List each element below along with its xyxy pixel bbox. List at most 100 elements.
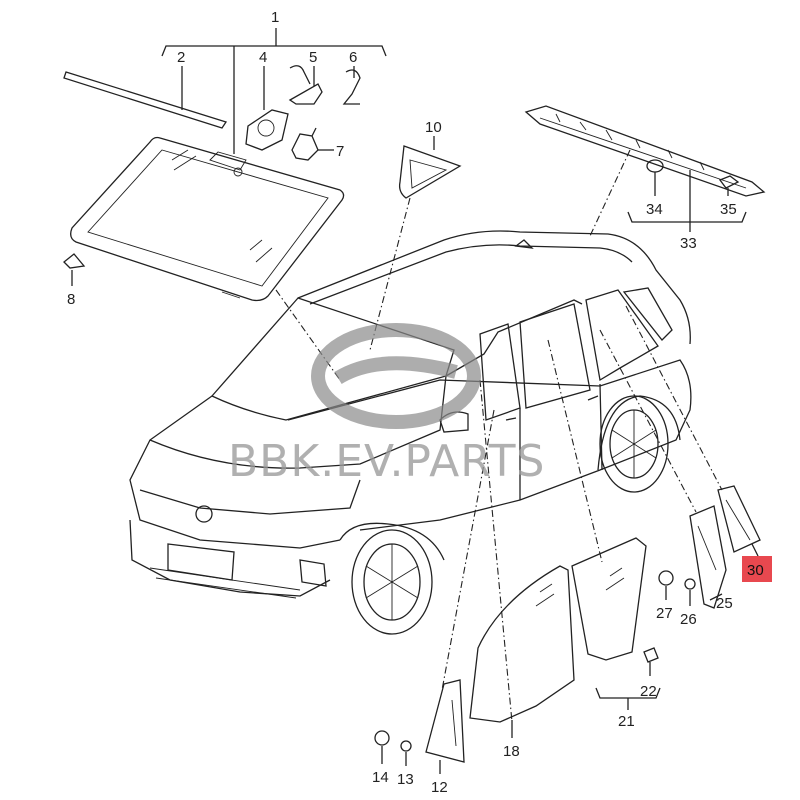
clip-14-part xyxy=(374,730,390,746)
rear-glass-group xyxy=(524,105,766,197)
clip-13-part xyxy=(400,740,412,752)
part-30-highlight xyxy=(742,556,772,582)
rain-sensor-part xyxy=(288,65,323,105)
glass-marks-18 xyxy=(535,583,555,607)
part-label-5: 5 xyxy=(309,49,317,66)
part-label-30: 30 xyxy=(747,562,764,579)
brand-emblem xyxy=(195,505,213,523)
rear-door-glass xyxy=(585,289,659,382)
windshield-glass xyxy=(70,136,345,302)
fog-light xyxy=(299,559,327,587)
part-label-25: 25 xyxy=(716,595,733,612)
license-plate xyxy=(167,543,235,581)
front-wheel xyxy=(351,529,433,635)
part-label-4: 4 xyxy=(259,49,267,66)
quarter-frame-12 xyxy=(451,699,457,747)
rear-wheel-arch xyxy=(597,395,681,471)
part-label-7: 7 xyxy=(336,143,344,160)
assembly-line-12 xyxy=(441,409,495,691)
watermark: BBK.EV.PARTS xyxy=(228,323,545,487)
mirror-mount xyxy=(209,151,247,171)
part-number-labels: 1 2 4 5 6 7 8 10 34 35 33 22 21 18 12 14… xyxy=(67,9,772,796)
part-label-18: 18 xyxy=(503,743,520,760)
grille-lines xyxy=(149,567,301,599)
door-seams xyxy=(519,383,603,500)
cable-part xyxy=(342,69,361,105)
front-wheel-arch xyxy=(339,522,445,561)
sensor-window xyxy=(233,167,243,177)
part-label-34: 34 xyxy=(646,201,663,218)
front-bumper xyxy=(129,519,331,597)
part-label-27: 27 xyxy=(656,605,673,622)
side-glass-parts xyxy=(374,485,761,763)
part-label-21: 21 xyxy=(618,713,635,730)
rear-quarter-glass-part xyxy=(689,505,727,609)
front-door-glass-part xyxy=(469,565,575,723)
rear-door-glass-part xyxy=(571,537,647,661)
bracket-33 xyxy=(627,211,747,223)
front-door-glass xyxy=(519,303,591,409)
part-label-12: 12 xyxy=(431,779,448,796)
assembly-line-rear-glass xyxy=(589,149,631,237)
windshield-inner-edge xyxy=(87,149,329,287)
part-label-8: 8 xyxy=(67,291,75,308)
bracket-lens xyxy=(257,119,275,137)
part-label-33: 33 xyxy=(680,235,697,252)
part-label-26: 26 xyxy=(680,611,697,628)
mirror-triangle-inner xyxy=(409,159,448,189)
leader-25 xyxy=(709,593,723,601)
roof-antenna xyxy=(514,239,534,249)
glass-marks-21 xyxy=(605,567,625,591)
clip-27-part xyxy=(658,570,674,586)
part-label-35: 35 xyxy=(720,201,737,218)
headlight-band xyxy=(139,479,361,515)
clip-26-part xyxy=(684,578,696,590)
car-body xyxy=(129,230,692,635)
rear-wheel xyxy=(599,395,669,493)
leader-lines xyxy=(71,28,759,774)
roof-outline xyxy=(297,230,691,345)
windshield-frame xyxy=(210,297,455,421)
glass-reflection-lines xyxy=(171,149,273,263)
mirror-triangle-part xyxy=(398,145,462,199)
leader-30 xyxy=(751,543,759,557)
windshield-group xyxy=(63,65,361,302)
rear-glass-line xyxy=(539,117,747,189)
rear-glass-panel xyxy=(524,105,766,197)
front-quarter-glass-part xyxy=(425,679,465,763)
door-handles xyxy=(505,395,599,421)
quarter-frame-25 xyxy=(697,525,717,571)
assembly-line-30 xyxy=(625,305,723,491)
watermark-text: BBK.EV.PARTS xyxy=(228,436,545,487)
rear-quarter-glass xyxy=(622,287,673,341)
front-spokes xyxy=(365,544,419,620)
front-quarter-glass xyxy=(479,323,521,421)
spacer-block-part xyxy=(63,253,86,269)
rear-spokes xyxy=(611,410,657,478)
part-label-22: 22 xyxy=(640,683,657,700)
body-side-line xyxy=(287,359,692,531)
part-label-13: 13 xyxy=(397,771,414,788)
windshield-marking xyxy=(221,291,241,299)
part-label-2: 2 xyxy=(177,49,185,66)
part-label-6: 6 xyxy=(349,49,357,66)
fixed-glass-line-30 xyxy=(725,499,751,541)
watermark-logo-swoosh xyxy=(334,356,458,385)
windshield-seal-strip xyxy=(63,71,228,129)
part-label-10: 10 xyxy=(425,119,442,136)
watermark-logo-icon xyxy=(311,323,481,429)
assembly-line-21 xyxy=(547,339,603,563)
part-label-1: 1 xyxy=(271,9,279,26)
connector-part xyxy=(291,127,319,161)
rear-fixed-glass-part xyxy=(717,485,761,553)
assembly-line-windshield xyxy=(275,289,341,381)
sensor-bracket-part xyxy=(245,109,289,151)
bolt-22-part xyxy=(643,647,659,663)
part-label-14: 14 xyxy=(372,769,389,786)
bracket-1 xyxy=(161,45,387,57)
clip-35-part xyxy=(718,175,740,189)
assembly-line-18 xyxy=(479,379,513,723)
heater-lines xyxy=(555,113,705,171)
assembly-line-25 xyxy=(599,329,697,513)
